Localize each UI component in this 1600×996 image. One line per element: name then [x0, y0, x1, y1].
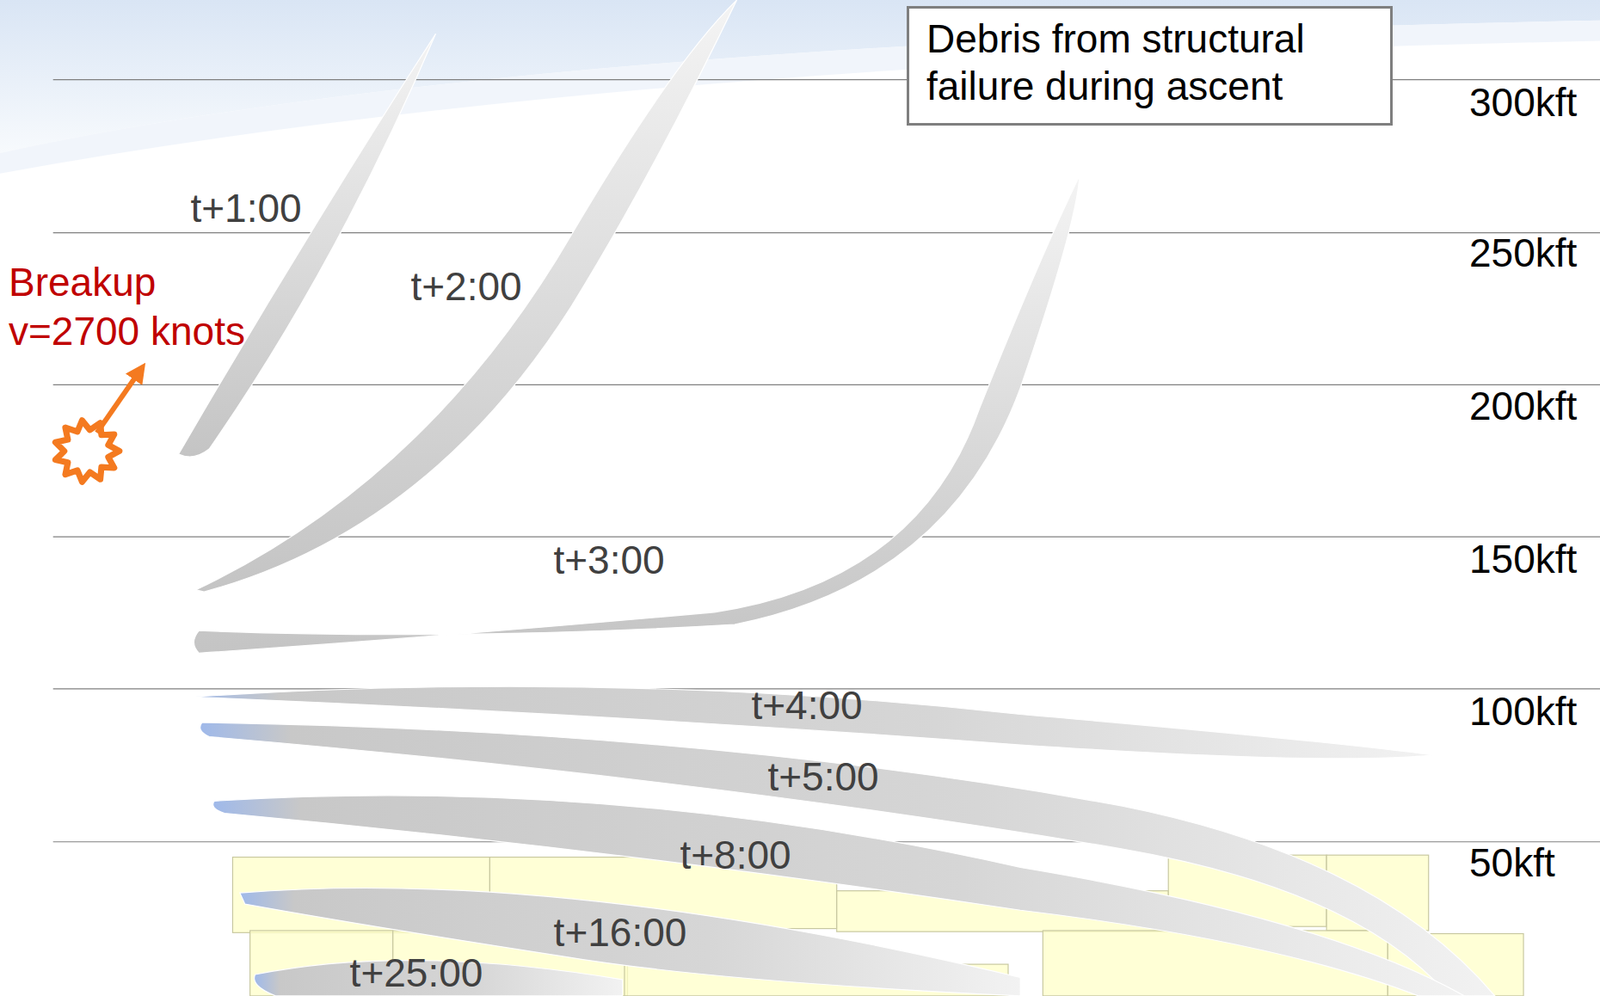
debris-cloud	[196, 0, 738, 592]
breakup-arrow	[97, 369, 142, 434]
time-label: t+2:00	[410, 265, 522, 308]
time-label: t+5:00	[767, 756, 879, 798]
altitude-label: 300kft	[1469, 81, 1577, 124]
altitude-label: 50kft	[1469, 842, 1556, 884]
altitude-line	[53, 535, 1600, 537]
altitude-label: 250kft	[1469, 232, 1577, 274]
breakup-starburst	[55, 420, 119, 482]
breakup-label: Breakup v=2700 knots	[8, 258, 267, 357]
time-label: t+3:00	[553, 539, 665, 581]
time-label: t+4:00	[750, 684, 862, 727]
debris-cloud	[178, 33, 437, 457]
altitude-line	[53, 232, 1600, 234]
altitude-line	[53, 384, 1600, 386]
time-label: t+8:00	[679, 834, 791, 876]
altitude-label: 100kft	[1469, 690, 1577, 733]
altitude-label: 150kft	[1469, 538, 1577, 580]
note-box: Debris from structural failure during as…	[906, 6, 1393, 126]
debris-cloud	[240, 887, 1021, 996]
debris-cloud	[213, 795, 1465, 996]
time-label: t+16:00	[553, 911, 688, 954]
altitude-label: 200kft	[1469, 385, 1577, 427]
debris-cloud	[193, 175, 1080, 653]
debris-cloud	[200, 722, 1496, 996]
time-label: t+1:00	[190, 187, 302, 229]
time-label: t+25:00	[350, 952, 484, 994]
note-text: Debris from structural failure during as…	[926, 15, 1373, 111]
